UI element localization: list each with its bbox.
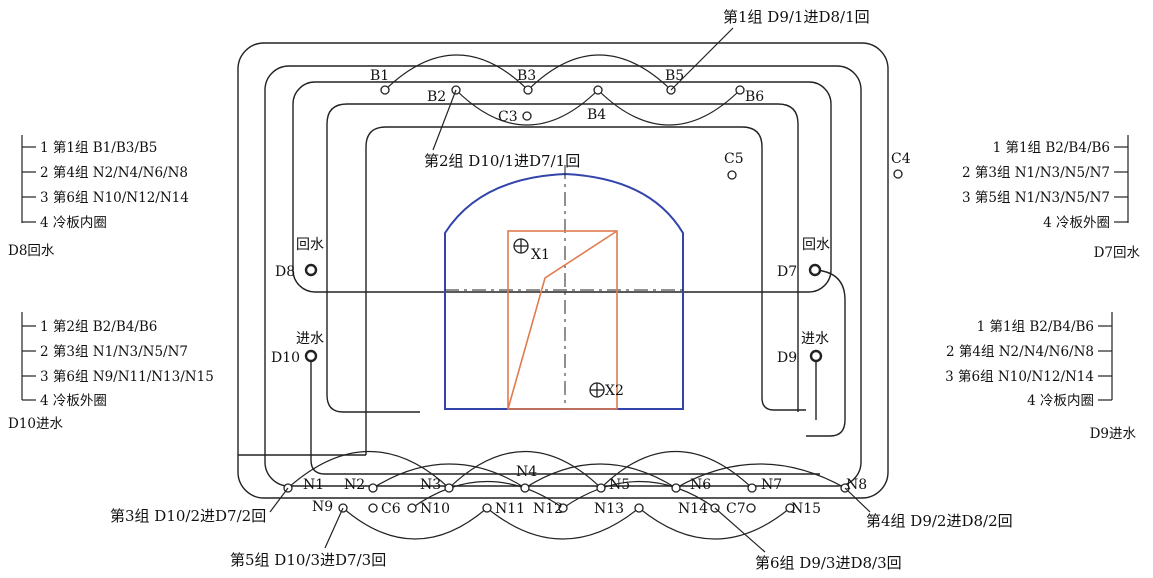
label-n3: N3 [420,477,441,493]
legend-d8-item-2: 2 第4组 N2/N4/N6/N8 [40,164,188,181]
label-n1: N1 [303,477,324,493]
plate-tracks [237,42,889,499]
leader-g1 [670,27,734,91]
label-n8: N8 [846,477,867,493]
label-n10: N10 [420,501,450,517]
legend-d9-item-3: 3 第6组 N10/N12/N14 [945,368,1094,385]
label-c3: C3 [498,109,518,125]
legend-d10-inlet: 1 第2组 B2/B4/B6 2 第3组 N1/N3/N5/N7 3 第6组 N… [8,312,214,432]
label-b1: B1 [370,68,389,84]
label-d10: D10 [271,350,300,366]
legend-d8-return: 1 第1组 B1/B3/B5 2 第4组 N2/N4/N6/N8 3 第6组 N… [8,135,189,259]
label-n13: N13 [594,501,624,517]
label-n9: N9 [312,499,333,515]
top-points: B1 B2 B3 B4 B5 B6 C3 C5 C4 [370,68,911,180]
legend-d7-title: D7回水 [1094,245,1141,261]
label-d9-inlet: 进水 [801,331,829,347]
legend-d9-title: D9进水 [1090,426,1137,442]
leader-g3 [269,487,289,513]
label-c5: C5 [724,151,744,167]
label-n14: N14 [678,501,708,517]
top-arcs [384,54,741,126]
leader-g2 [432,89,457,151]
group-4-label: 第4组 D9/2进D8/2回 [866,512,1013,530]
group-5-label: 第5组 D10/3进D7/3回 [230,551,386,569]
group-6-label: 第6组 D9/3进D8/3回 [755,554,902,572]
label-n2: N2 [344,477,365,493]
legend-d10-item-3: 3 第6组 N9/N11/N13/N15 [40,368,214,385]
group-3-label: 第3组 D10/2进D7/2回 [110,507,266,525]
track-4 [326,103,799,412]
bottom-arcs [287,450,846,540]
label-b5: B5 [665,68,684,84]
label-n6: N6 [690,477,711,493]
track-3 [292,81,832,293]
label-n4: N4 [516,464,537,480]
chamber-crosshair [445,165,683,410]
legend-d9-inlet: 1 第1组 B2/B4/B6 2 第4组 N2/N4/N6/N8 3 第6组 N… [945,312,1136,442]
label-n11: N11 [495,501,525,517]
leader-g6 [714,507,766,553]
legend-d8-item-1: 1 第1组 B1/B3/B5 [40,139,157,156]
label-n5: N5 [609,477,630,493]
track-2 [264,65,862,487]
legend-d7-item-3: 3 第5组 N1/N3/N5/N7 [962,189,1110,206]
legend-d7-item-4: 4 冷板外圈 [1043,215,1110,231]
ports: D8 D10 D7 D9 回水 进水 回水 进水 [271,237,830,366]
d10-inlet-line [310,356,820,475]
legend-d8-item-4: 4 冷板内圈 [40,215,107,231]
label-b2: B2 [427,89,446,105]
legend-d7-item-1: 1 第1组 B2/B4/B6 [993,139,1110,156]
label-d10-inlet: 进水 [296,331,324,347]
label-d8-return: 回水 [296,237,324,253]
label-c7: C7 [726,501,746,517]
track-outer [237,42,889,499]
legend-d10-title: D10进水 [8,416,64,432]
label-b4: B4 [587,107,606,123]
label-n15: N15 [791,501,821,517]
track-inner [365,126,806,455]
legend-d10-item-1: 1 第2组 B2/B4/B6 [40,318,157,335]
marker-x1: X1 [513,238,550,263]
legend-d9-item-1: 1 第1组 B2/B4/B6 [977,318,1094,335]
label-d8: D8 [275,264,295,280]
legend-d10-item-2: 2 第3组 N1/N3/N5/N7 [40,343,188,360]
label-d7-return: 回水 [802,237,830,253]
label-n12: N12 [533,501,563,517]
label-b3: B3 [517,68,536,84]
group-1-label: 第1组 D9/1进D8/1回 [723,8,870,26]
label-d9: D9 [777,350,797,366]
leader-g5 [324,507,344,549]
leader-g4 [844,487,871,513]
label-c6: C6 [381,501,401,517]
orange-profile [507,230,618,410]
label-d7: D7 [777,264,797,280]
marker-x2: X2 [589,382,624,399]
legend-d10-item-4: 4 冷板外圈 [40,393,107,409]
legend-d8-title: D8回水 [8,243,55,259]
label-n7: N7 [761,477,782,493]
bottom-points-row2: N9 C6 N10 N11 N12 N13 N14 C7 N15 [312,499,821,517]
legend-d9-item-2: 2 第4组 N2/N4/N6/N8 [946,343,1094,360]
marker-x1-label: X1 [531,247,550,263]
label-b6: B6 [745,89,764,105]
bottom-points-row1: N1 N2 N3 N4 N5 N6 N7 N8 [283,464,867,493]
legend-d7-item-2: 2 第3组 N1/N3/N5/N7 [962,164,1110,181]
d7-return-line [806,269,846,437]
group-2-label: 第2组 D10/1进D7/1回 [424,152,580,170]
legend-d8-item-3: 3 第6组 N10/N12/N14 [40,189,189,206]
legend-d7-return: 1 第1组 B2/B4/B6 2 第3组 N1/N3/N5/N7 3 第5组 N… [962,135,1141,261]
legend-d9-item-4: 4 冷板内圈 [1027,393,1094,409]
marker-x2-label: X2 [605,383,624,399]
label-c4: C4 [891,151,911,167]
